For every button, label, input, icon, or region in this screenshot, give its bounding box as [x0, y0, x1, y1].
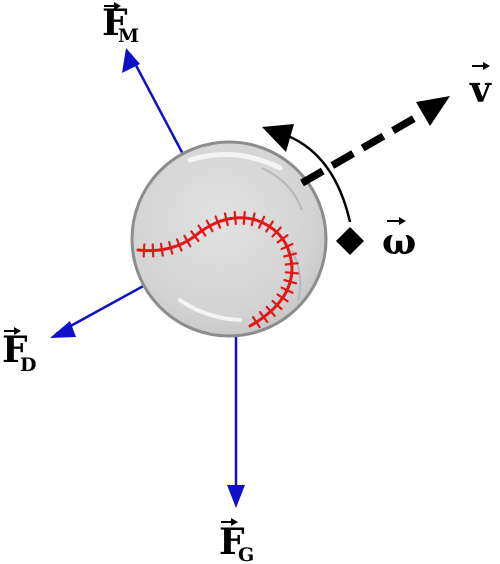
seam-stitch [214, 215, 222, 229]
label-magnus-force: F M [102, 2, 139, 47]
seam-stitch [276, 234, 289, 244]
seam-stitch [265, 305, 276, 317]
spin-arrow [262, 124, 364, 255]
seam-stitch [175, 238, 183, 252]
seam-stitch [252, 316, 261, 329]
seam-stitch [280, 286, 294, 294]
seam-stitch [280, 242, 294, 251]
baseball-seam [136, 210, 299, 329]
seam-stitch [250, 212, 256, 227]
seam-stitch [271, 299, 283, 311]
seam-stitch [283, 252, 297, 258]
seam-stitch [276, 293, 289, 303]
svg-text:ω: ω [382, 221, 416, 263]
seam-stitch [183, 234, 192, 248]
seam-stitch [258, 215, 266, 229]
svg-text:F: F [2, 329, 28, 371]
seam-stitch [151, 243, 155, 258]
seam-stitch [190, 230, 200, 243]
baseball [130, 140, 328, 338]
seam-stitch [223, 212, 229, 227]
seam-stitch [284, 271, 299, 275]
gravity-force-arrow [227, 334, 245, 508]
seam-stitch [159, 242, 164, 257]
label-gravity-force: F G [219, 518, 254, 564]
seam-stitch [197, 224, 207, 237]
label-drag-force: F D [2, 327, 36, 376]
seam-stitch [284, 262, 299, 266]
seam-stitch [265, 220, 274, 233]
velocity-arrow [300, 96, 450, 187]
seam-stitch [242, 210, 246, 225]
label-spin: ω [382, 217, 416, 263]
seam-stitch [283, 279, 298, 285]
seam-stitch [259, 311, 269, 323]
seam-stitch [233, 210, 237, 225]
baseball-icon [130, 140, 328, 338]
svg-text:M: M [118, 25, 139, 47]
label-velocity: v [469, 62, 492, 111]
seam-stitch [168, 241, 174, 255]
svg-text:G: G [238, 544, 254, 564]
svg-text:F: F [219, 521, 245, 563]
svg-text:D: D [20, 354, 36, 376]
seam-stitch [205, 219, 214, 233]
drag-force-arrow [50, 282, 148, 338]
seam-stitch [271, 226, 282, 238]
spin-axis-diamond [336, 227, 364, 255]
magnus-force-arrow [122, 48, 187, 159]
svg-text:v: v [469, 69, 492, 111]
seam-stitch [142, 243, 146, 258]
